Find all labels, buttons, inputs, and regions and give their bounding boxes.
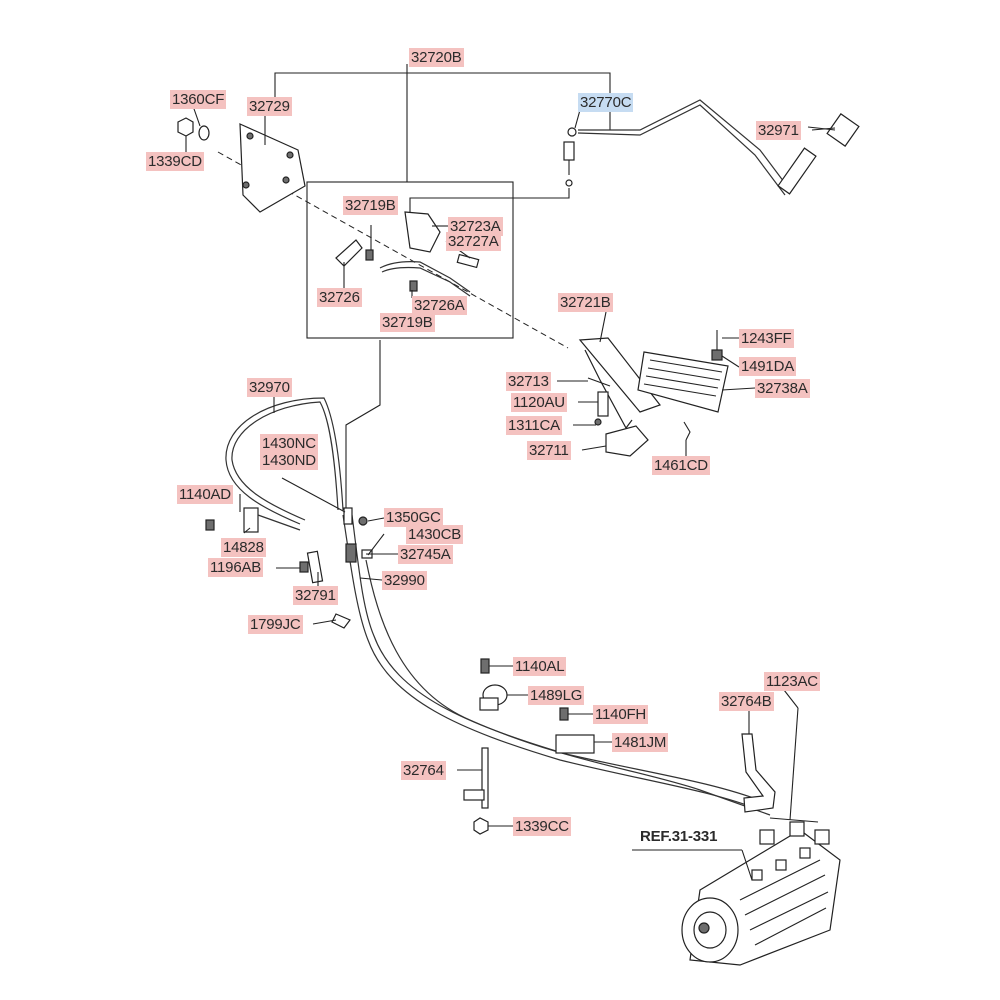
part-label-1430NC[interactable]: 1430NC xyxy=(260,434,318,453)
assembly-bracket-32720B xyxy=(274,64,611,182)
part-label-1140AD[interactable]: 1140AD xyxy=(177,485,233,504)
leader-32970-link xyxy=(345,340,381,510)
part-label-14828[interactable]: 14828 xyxy=(221,538,266,557)
accelerator-pedal xyxy=(578,330,729,457)
part-label-1799JC[interactable]: 1799JC xyxy=(248,615,303,634)
part-label-1339CD[interactable]: 1339CD xyxy=(146,152,204,171)
part-label-32719B-top[interactable]: 32719B xyxy=(343,196,398,215)
part-label-32990[interactable]: 32990 xyxy=(382,571,427,590)
part-label-1243FF[interactable]: 1243FF xyxy=(739,329,794,348)
bracket-32764B xyxy=(741,707,819,823)
part-label-32719B-bottom[interactable]: 32719B xyxy=(380,313,435,332)
cable-32970 xyxy=(225,397,771,816)
part-label-1430CB[interactable]: 1430CB xyxy=(406,525,464,544)
pedal-axis-line xyxy=(217,151,569,349)
mounting-bracket xyxy=(239,123,306,213)
fitting-32770C xyxy=(409,127,577,212)
part-label-32738A[interactable]: 32738A xyxy=(755,379,810,398)
part-label-1140AL[interactable]: 1140AL xyxy=(513,657,567,676)
part-label-32745A[interactable]: 32745A xyxy=(398,545,453,564)
part-label-32791[interactable]: 32791 xyxy=(293,586,338,605)
part-label-32764B[interactable]: 32764B xyxy=(719,692,774,711)
injection-pump xyxy=(632,821,841,966)
part-label-32723A[interactable]: 32723A xyxy=(448,217,503,236)
part-label-32726[interactable]: 32726 xyxy=(317,288,362,307)
assembly-detail-box xyxy=(306,181,514,339)
part-label-32970[interactable]: 32970 xyxy=(247,378,292,397)
part-label-32726A[interactable]: 32726A xyxy=(412,296,467,315)
part-label-32711[interactable]: 32711 xyxy=(527,441,571,460)
cable-clamp-bracket xyxy=(463,658,595,835)
part-label-32713[interactable]: 32713 xyxy=(506,372,551,391)
part-label-1311CA[interactable]: 1311CA xyxy=(506,416,562,435)
cable-32971 xyxy=(577,99,860,196)
part-label-1339CC[interactable]: 1339CC xyxy=(513,817,571,836)
part-label-32720B[interactable]: 32720B xyxy=(409,48,464,67)
nut-1339CD xyxy=(177,105,210,152)
part-label-32971[interactable]: 32971 xyxy=(756,121,801,140)
part-label-1196AB[interactable]: 1196AB xyxy=(208,558,264,577)
part-label-1120AU[interactable]: 1120AU xyxy=(511,393,567,412)
part-label-1123AC[interactable]: 1123AC xyxy=(764,672,820,691)
part-label-1430ND[interactable]: 1430ND xyxy=(260,451,318,470)
reference-label-REF31-331[interactable]: REF.31-331 xyxy=(640,828,718,845)
part-label-1461CD[interactable]: 1461CD xyxy=(652,456,710,475)
part-label-1491DA[interactable]: 1491DA xyxy=(739,357,797,376)
part-label-32729[interactable]: 32729 xyxy=(247,97,292,116)
part-label-1350GC[interactable]: 1350GC xyxy=(384,508,443,527)
part-label-32721B[interactable]: 32721B xyxy=(558,293,613,312)
leader-lines xyxy=(239,109,836,827)
part-label-32770C[interactable]: 32770C xyxy=(578,93,634,112)
part-label-1481JM[interactable]: 1481JM xyxy=(612,733,669,752)
part-label-1360CF[interactable]: 1360CF xyxy=(170,90,227,109)
part-label-32764[interactable]: 32764 xyxy=(401,761,446,780)
part-label-1140FH[interactable]: 1140FH xyxy=(593,705,649,724)
part-label-1489LG[interactable]: 1489LG xyxy=(528,686,585,705)
part-label-32727A[interactable]: 32727A xyxy=(446,232,501,251)
